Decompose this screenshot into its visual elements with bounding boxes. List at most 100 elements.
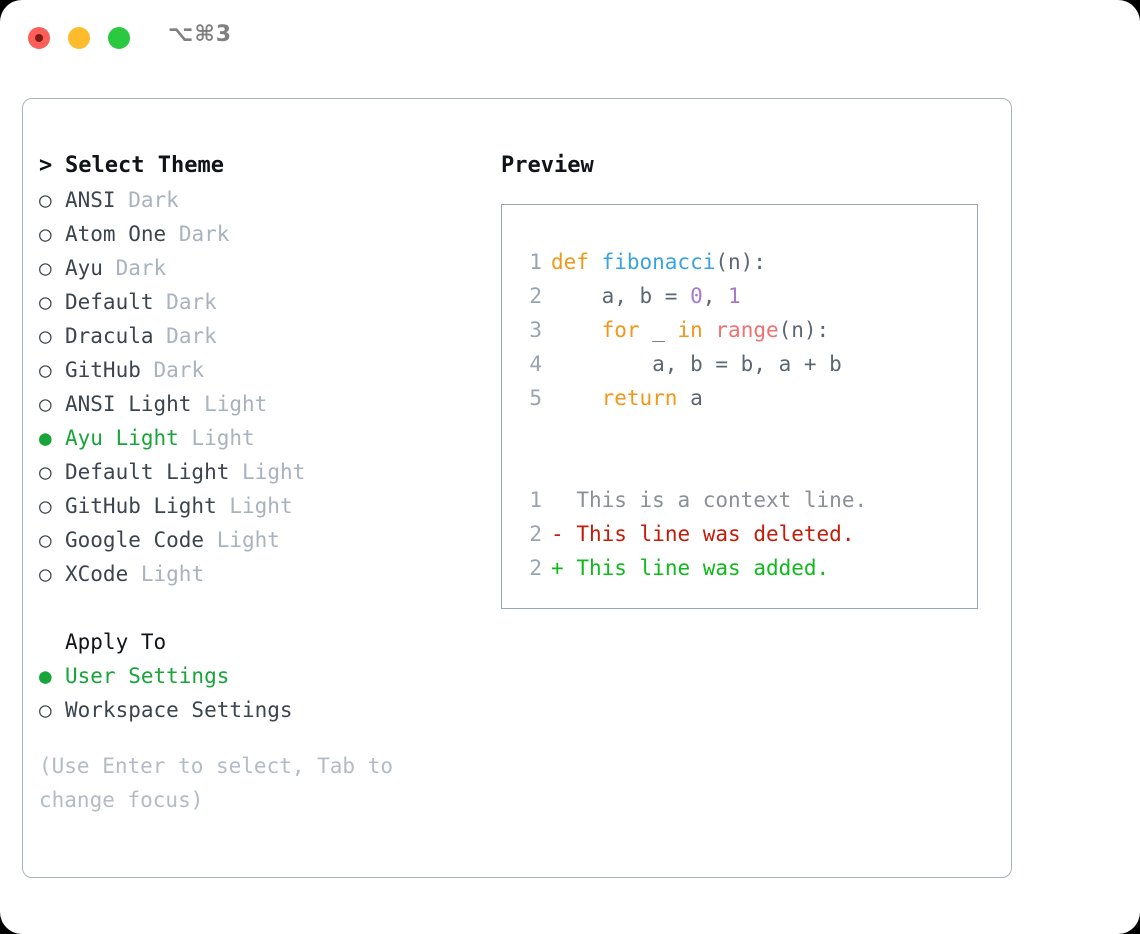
theme-list-item[interactable]: ○ XCode Light	[39, 557, 489, 591]
diff-sign: +	[551, 556, 564, 580]
select-theme-header: > Select Theme	[39, 149, 489, 183]
line-number: 1	[529, 250, 542, 274]
theme-label: GitHub Light	[65, 494, 217, 518]
theme-list-item[interactable]: ○ Atom One Dark	[39, 217, 489, 251]
code-token-plain: a, b =	[551, 284, 691, 308]
list-spacer	[39, 591, 489, 625]
theme-list-item[interactable]: ○ GitHub Dark	[39, 353, 489, 387]
line-number: 2	[529, 522, 542, 546]
minimize-button[interactable]	[68, 27, 90, 49]
theme-category: Light	[140, 562, 205, 586]
theme-label: ANSI	[65, 188, 116, 212]
theme-label: Ayu	[65, 256, 103, 280]
code-token-plain: a	[677, 386, 703, 410]
line-number: 1	[529, 488, 542, 512]
radio-unselected-icon: ○	[39, 562, 52, 586]
diff-text: This line was added.	[576, 556, 830, 580]
diff-text: This is a context line.	[576, 488, 868, 512]
theme-list-item[interactable]: ○Default Light Light	[39, 455, 489, 489]
theme-category: Dark	[166, 324, 217, 348]
code-token-plain: _	[639, 318, 678, 342]
preview-gap	[502, 415, 977, 449]
code-line: 4 a, b = b, a + b	[502, 347, 977, 381]
theme-label: ANSI Light	[65, 392, 192, 416]
code-token-plain	[551, 318, 602, 342]
apply-to-label: User Settings	[65, 664, 230, 688]
theme-list-item[interactable]: ○ Dracula Dark	[39, 319, 489, 353]
theme-list-item[interactable]: ○ Ayu Dark	[39, 251, 489, 285]
apply-to-option[interactable]: ○ Workspace Settings	[39, 693, 489, 727]
theme-category: Light	[229, 494, 293, 518]
title-bar: ⌥⌘3	[0, 0, 1140, 76]
line-number: 4	[529, 352, 542, 376]
keyboard-shortcut-label: ⌥⌘3	[168, 22, 233, 47]
theme-list-item[interactable]: ○ GitHub Light Light	[39, 489, 489, 523]
preview-title: Preview	[501, 153, 594, 178]
code-token-plain	[551, 386, 602, 410]
line-number: 5	[529, 386, 542, 410]
theme-category: Light	[216, 528, 280, 552]
diff-sign: -	[551, 522, 564, 546]
theme-label: Atom One	[65, 222, 167, 246]
radio-unselected-icon: ○	[39, 392, 52, 416]
theme-category: Dark	[166, 290, 217, 314]
theme-label: Dracula	[65, 324, 154, 348]
theme-list-item[interactable]: ○Google Code Light	[39, 523, 489, 557]
theme-category: Light	[204, 392, 268, 416]
theme-list-item[interactable]: ○Default Dark	[39, 285, 489, 319]
maximize-button[interactable]	[108, 27, 130, 49]
radio-unselected-icon: ○	[39, 698, 52, 722]
theme-category: Dark	[128, 188, 179, 212]
radio-unselected-icon: ○	[39, 494, 52, 518]
code-line: 1 def fibonacci(n):	[502, 245, 977, 279]
apply-to-label: Workspace Settings	[65, 698, 293, 722]
code-token-function: fibonacci	[601, 250, 716, 274]
chevron-right-icon: >	[39, 153, 53, 178]
keyboard-hint-text: (Use Enter to select, Tab to change focu…	[39, 754, 394, 812]
radio-unselected-icon: ○	[39, 188, 52, 212]
theme-label: GitHub	[65, 358, 141, 382]
code-token-punctuation: (n):	[715, 250, 766, 274]
radio-unselected-icon: ○	[39, 222, 52, 246]
code-token-builtin: range	[715, 318, 779, 342]
radio-selected-icon: ●	[39, 664, 52, 688]
code-line: 5 return a	[502, 381, 977, 415]
radio-unselected-icon: ○	[39, 256, 52, 280]
line-number: 3	[529, 318, 542, 342]
radio-unselected-icon: ○	[39, 290, 52, 314]
theme-category: Light	[242, 460, 306, 484]
radio-unselected-icon: ○	[39, 324, 52, 348]
diff-sign	[551, 488, 564, 512]
code-token-plain: ,	[702, 284, 729, 308]
theme-label: XCode	[65, 562, 129, 586]
theme-list-item[interactable]: ○ ANSI Dark	[39, 183, 489, 217]
line-number: 2	[529, 556, 542, 580]
radio-unselected-icon: ○	[39, 528, 52, 552]
diff-text: This line was deleted.	[576, 522, 855, 546]
theme-list-item[interactable]: ○ ANSI Light Light	[39, 387, 489, 421]
code-token-keyword: def	[551, 250, 602, 274]
radio-unselected-icon: ○	[39, 358, 52, 382]
apply-to-option-selected[interactable]: ● User Settings	[39, 659, 489, 693]
close-button[interactable]	[28, 27, 50, 49]
code-line: 2 a, b = 0, 1	[502, 279, 977, 313]
theme-selector-column: >Select Theme ○ANSI Dark ○Atom One Dark …	[39, 149, 489, 817]
code-token-keyword: return	[601, 386, 678, 410]
theme-list-item-selected[interactable]: ●Ayu Light Light	[39, 421, 489, 455]
radio-selected-icon: ●	[39, 426, 52, 450]
preview-gap	[502, 449, 977, 483]
select-theme-title: Select Theme	[65, 153, 224, 178]
code-token-number: 1	[728, 284, 741, 308]
theme-label: Default Light	[65, 460, 230, 484]
code-line: 3 for _ in range(n):	[502, 313, 977, 347]
code-token-plain: a, b = b, a + b	[551, 352, 842, 376]
theme-category: Dark	[178, 222, 230, 246]
theme-category: Dark	[153, 358, 205, 382]
apply-to-title: Apply To	[65, 630, 167, 654]
code-token-keyword: for	[601, 318, 640, 342]
diff-line-added: 2 + This line was added.	[502, 551, 977, 585]
theme-category: Dark	[115, 256, 167, 280]
code-token-punctuation: (n):	[778, 318, 830, 342]
